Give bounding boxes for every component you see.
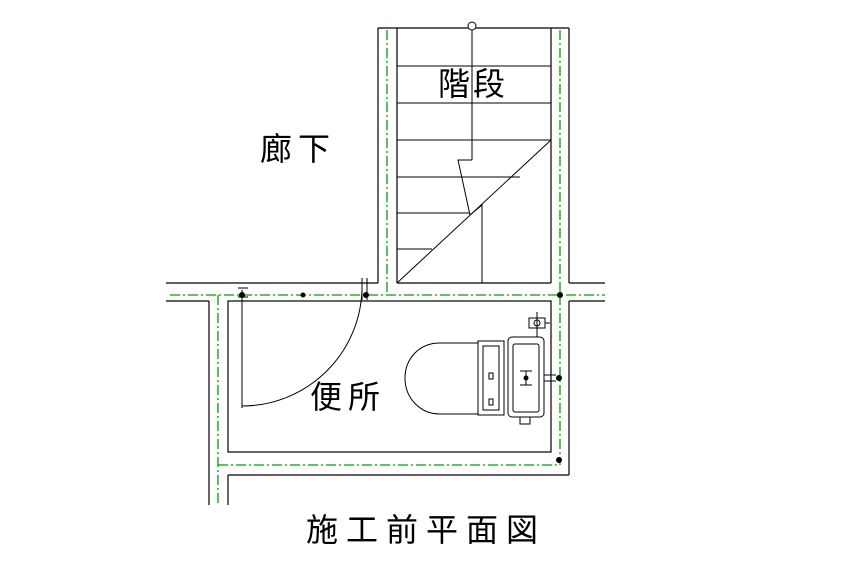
stair-treads [396, 21, 552, 284]
walls [166, 282, 605, 505]
stairs-label: 階段 [438, 65, 508, 103]
faucet-icon [528, 312, 562, 463]
door-swing-icon [238, 278, 563, 408]
toilet-icon [404, 336, 545, 425]
toilet-room-label: 便所 [310, 378, 386, 416]
drawing-title: 施工前平面図 [306, 511, 546, 549]
corridor-label: 廊下 [260, 130, 336, 168]
centerlines [170, 30, 605, 505]
